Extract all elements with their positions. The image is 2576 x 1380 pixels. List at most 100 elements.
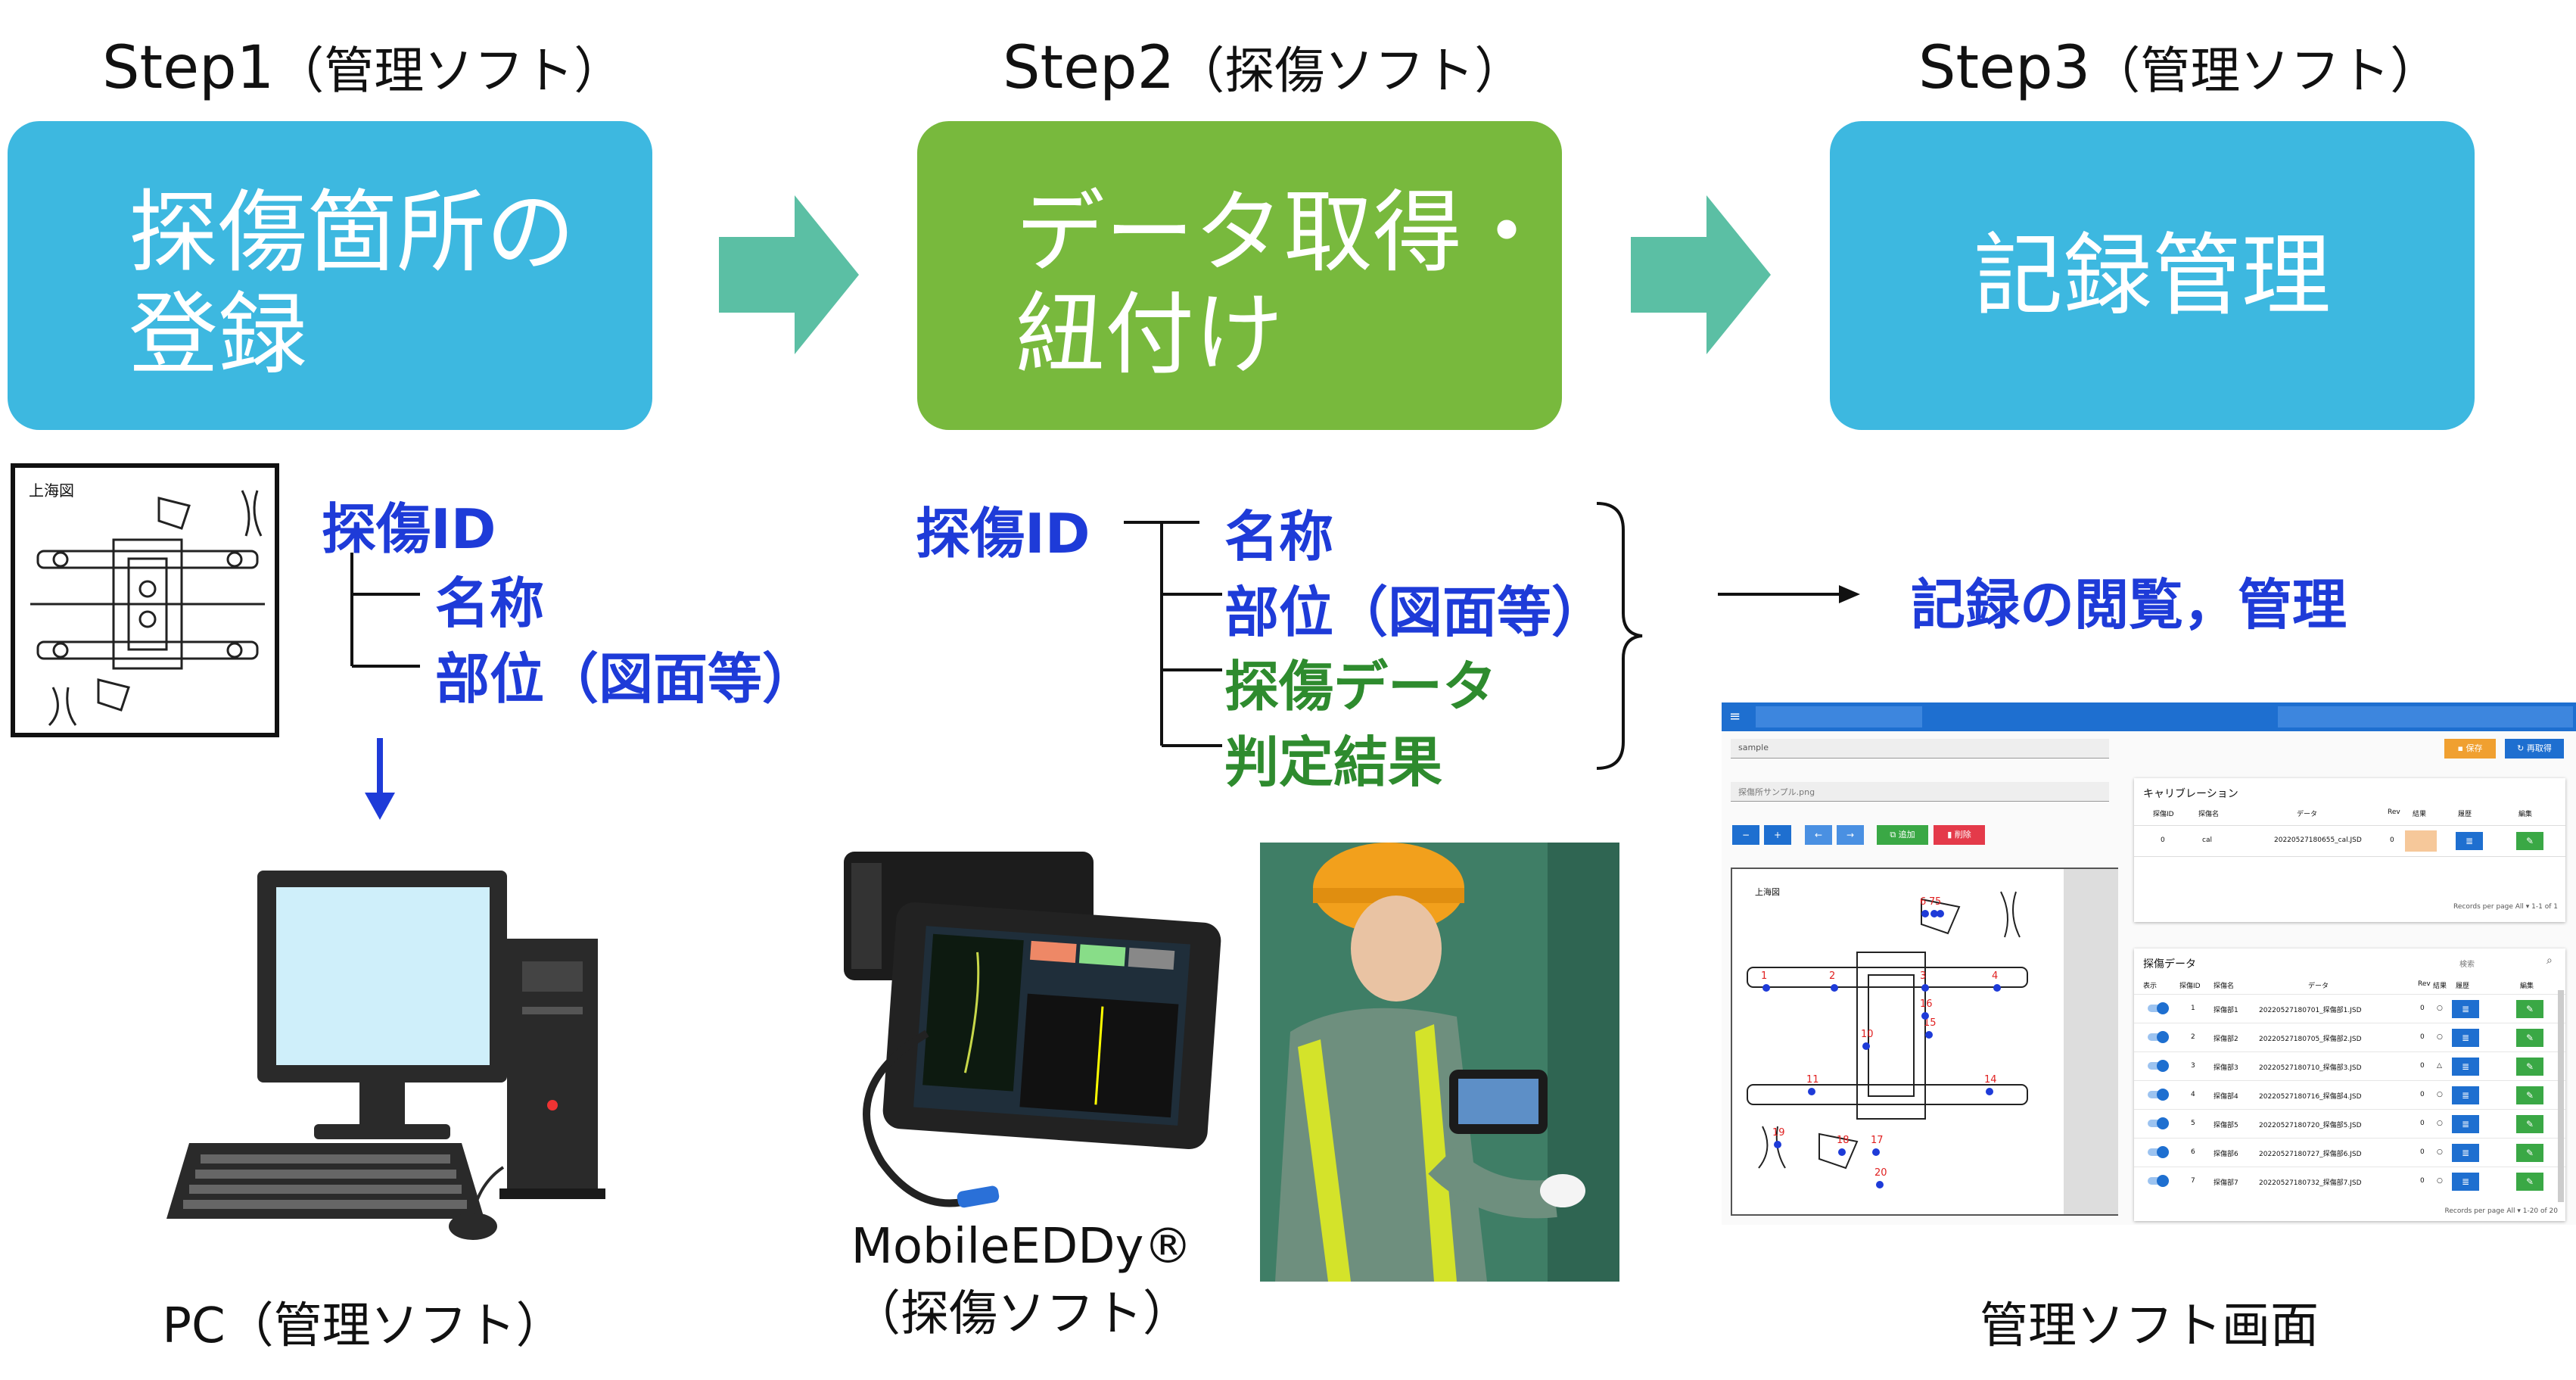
search-input[interactable]: 検索 <box>2459 961 2475 969</box>
pc-caption: PC（管理ソフト） <box>162 1298 565 1354</box>
canvas-drawing-label: 上海図 <box>1755 887 1780 897</box>
history-button[interactable]: ≣ <box>2456 832 2483 850</box>
marker-dot[interactable] <box>1925 1031 1933 1039</box>
visibility-toggle[interactable] <box>2148 1031 2169 1043</box>
edit-button[interactable]: ✎ <box>2516 1173 2543 1191</box>
history-button[interactable]: ≣ <box>2452 1058 2479 1076</box>
next-button[interactable]: → <box>1837 825 1864 845</box>
marker-dot[interactable] <box>1762 984 1770 992</box>
history-button[interactable]: ≣ <box>2452 1173 2479 1191</box>
marker-dot[interactable] <box>1921 910 1929 917</box>
visibility-toggle[interactable] <box>2148 1175 2169 1187</box>
toggle-knob <box>2157 1117 2169 1129</box>
marker-dot[interactable] <box>1993 984 2001 992</box>
management-screen: ≡ sample ▪ 保存 ↻ 再取得 探傷所サンプル.png − + ← → … <box>1722 702 2576 1225</box>
screen-caption: 管理ソフト画面 <box>1980 1298 2319 1354</box>
prev-button[interactable]: ← <box>1805 825 1832 845</box>
visibility-toggle[interactable] <box>2148 1002 2169 1014</box>
visibility-toggle[interactable] <box>2148 1146 2169 1158</box>
table-cell: 4 <box>2191 1091 2195 1098</box>
visibility-toggle[interactable] <box>2148 1117 2169 1129</box>
table-cell: ○ <box>2437 1148 2443 1156</box>
marker-dot[interactable] <box>1986 1088 1993 1095</box>
column-header: 編集 <box>2518 811 2533 818</box>
edit-button[interactable]: ✎ <box>2516 832 2543 850</box>
edit-button[interactable]: ✎ <box>2516 1115 2543 1133</box>
marker-label: 19 <box>1772 1127 1785 1139</box>
marker-dot[interactable] <box>1930 910 1938 917</box>
visibility-toggle[interactable] <box>2148 1089 2169 1101</box>
save-button[interactable]: ▪ 保存 <box>2444 739 2496 759</box>
marker-label: 17 <box>1871 1135 1884 1146</box>
table-cell: 6 <box>2191 1148 2195 1156</box>
marker-label: 20 <box>1874 1167 1887 1179</box>
menu-icon[interactable]: ≡ <box>1729 709 1741 724</box>
marker-dot[interactable] <box>1872 1148 1880 1156</box>
scrollbar[interactable] <box>2558 990 2564 1202</box>
table-cell: 0 <box>2420 1091 2425 1098</box>
column-header: データ <box>2297 811 2318 818</box>
result-cell <box>2405 830 2437 852</box>
search-icon[interactable]: ⌕ <box>2546 955 2553 967</box>
marker-dot[interactable] <box>1921 984 1929 992</box>
marker-dot[interactable] <box>1831 984 1838 992</box>
toggle-knob <box>2157 1146 2169 1158</box>
calibration-row[interactable]: 0 cal 20220527180655_cal.JSD 0 ≣ ✎ <box>2134 825 2565 857</box>
delete-button[interactable]: ▮ 削除 <box>1934 825 1985 845</box>
marker-dot[interactable] <box>1921 1012 1929 1020</box>
marker-dot[interactable] <box>1937 910 1944 917</box>
edit-button[interactable]: ✎ <box>2516 1000 2543 1018</box>
history-button[interactable]: ≣ <box>2452 1115 2479 1133</box>
marker-dot[interactable] <box>1862 1042 1870 1050</box>
zoom-in-button[interactable]: + <box>1764 825 1791 845</box>
step1-title: Step1（管理ソフト） <box>102 34 624 102</box>
tree-connector <box>1124 521 1222 747</box>
name-input[interactable]: sample <box>1731 739 2109 759</box>
edit-button[interactable]: ✎ <box>2516 1144 2543 1162</box>
history-button[interactable]: ≣ <box>2452 1086 2479 1104</box>
table-cell: 0 <box>2420 1005 2425 1012</box>
step1-box: 探傷箇所の 登録 <box>8 121 652 430</box>
toggle-knob <box>2157 1089 2169 1101</box>
marker-dot[interactable] <box>1838 1148 1846 1156</box>
marker-label: 15 <box>1924 1017 1937 1029</box>
column-header: データ <box>2308 983 2329 990</box>
marker-label: 18 <box>1837 1135 1850 1146</box>
visibility-toggle[interactable] <box>2148 1060 2169 1072</box>
worker-illustration <box>1260 843 1619 1282</box>
table-cell: ○ <box>2437 1177 2443 1185</box>
step1-id-label: 探傷ID <box>322 497 496 561</box>
table-cell: ○ <box>2437 1005 2443 1012</box>
column-header: 履歴 <box>2458 811 2472 818</box>
marker-label: 14 <box>1984 1074 1997 1086</box>
marked-drawing <box>1747 891 2028 1170</box>
marker-dot[interactable] <box>1774 1141 1781 1148</box>
reload-button[interactable]: ↻ 再取得 <box>2505 739 2564 759</box>
zoom-out-button[interactable]: − <box>1732 825 1759 845</box>
inspection-footer: Records per page All ▾ 1-20 of 20 <box>2444 1207 2558 1215</box>
edit-button[interactable]: ✎ <box>2516 1086 2543 1104</box>
marker-dot[interactable] <box>1876 1181 1884 1188</box>
history-button[interactable]: ≣ <box>2452 1000 2479 1018</box>
step2-item-name: 名称 <box>1224 505 1334 569</box>
tree-connector <box>350 553 420 668</box>
edit-button[interactable]: ✎ <box>2516 1058 2543 1076</box>
marker-dot[interactable] <box>1808 1088 1815 1095</box>
edit-button[interactable]: ✎ <box>2516 1029 2543 1047</box>
calibration-footer: Records per page All ▾ 1-1 of 1 <box>2453 903 2558 911</box>
table-cell: 探傷部5 <box>2214 1122 2238 1129</box>
column-header: 編集 <box>2520 983 2534 990</box>
history-button[interactable]: ≣ <box>2452 1144 2479 1162</box>
history-button[interactable]: ≣ <box>2452 1029 2479 1047</box>
image-input[interactable]: 探傷所サンプル.png <box>1731 782 2109 802</box>
add-button[interactable]: ⧉ 追加 <box>1877 825 1928 845</box>
